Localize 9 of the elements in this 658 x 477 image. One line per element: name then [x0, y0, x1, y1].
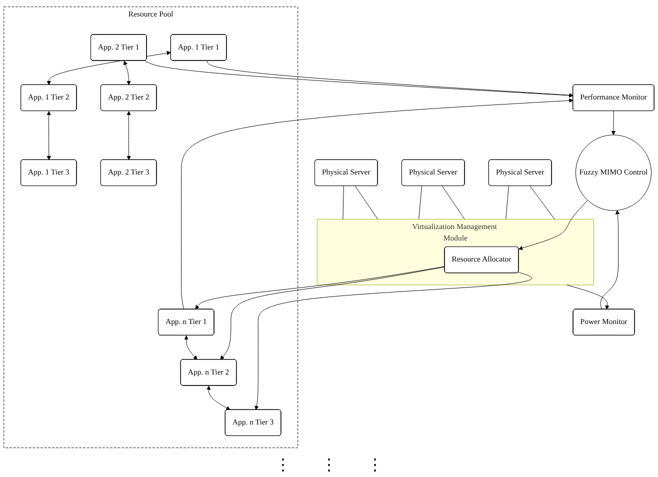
- connector: [418, 186, 422, 220]
- connector: [530, 186, 555, 220]
- vertical-ellipsis: ⋮: [367, 456, 383, 476]
- connector: [354, 186, 378, 220]
- vertical-ellipsis: ⋮: [321, 456, 337, 476]
- vertical-ellipsis: ⋮: [275, 456, 291, 476]
- connector: [342, 186, 344, 220]
- connector: [442, 186, 465, 220]
- connector: [506, 186, 509, 220]
